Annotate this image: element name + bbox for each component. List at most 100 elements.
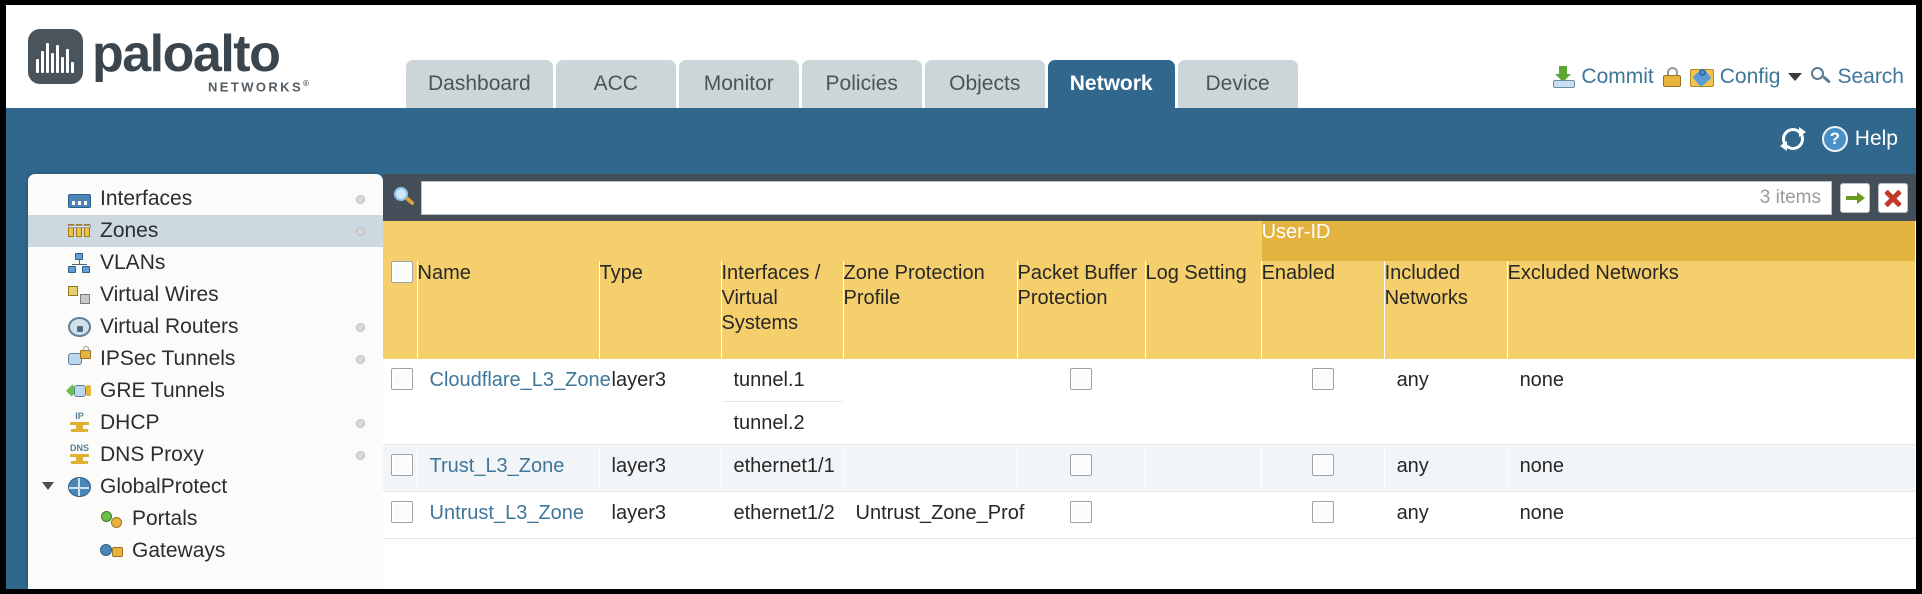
search-button[interactable]: Search xyxy=(1811,65,1904,89)
column-header-zone-protection[interactable]: Zone Protection Profile xyxy=(843,261,1018,359)
apply-filter-button[interactable] xyxy=(1840,182,1870,213)
row-select-cell xyxy=(383,359,418,445)
config-menu[interactable]: Config xyxy=(1689,65,1803,89)
userid-enabled-checkbox[interactable] xyxy=(1311,368,1334,390)
cell-included-networks: any xyxy=(1384,444,1508,492)
sidebar-item-dns-proxy[interactable]: DNS DNS Proxy xyxy=(28,439,383,471)
portals-icon xyxy=(100,509,123,529)
filter-input[interactable]: 3 items xyxy=(421,180,1832,215)
select-all-checkbox[interactable] xyxy=(391,261,413,283)
sidebar-item-globalprotect[interactable]: GlobalProtect xyxy=(28,471,383,503)
cell-enabled xyxy=(1261,444,1385,492)
tab-monitor[interactable]: Monitor xyxy=(678,60,799,108)
gateways-icon xyxy=(100,541,123,561)
sidebar-item-portals[interactable]: Portals xyxy=(28,503,383,535)
cell-included-networks: any xyxy=(1384,491,1508,539)
main-tab-bar: Dashboard ACC Monitor Policies Objects N… xyxy=(406,60,1298,108)
userid-enabled-checkbox[interactable] xyxy=(1311,501,1334,523)
filter-bar: 3 items xyxy=(383,174,1916,221)
virtual-wires-icon xyxy=(68,285,91,305)
cell-enabled xyxy=(1261,359,1385,445)
search-icon xyxy=(1811,67,1832,87)
packet-buffer-checkbox[interactable] xyxy=(1070,454,1092,476)
interfaces-icon xyxy=(68,193,91,208)
column-header-excluded-networks[interactable]: Excluded Networks xyxy=(1507,261,1916,359)
table-header: User-ID Name Type Interfaces / Virtual S… xyxy=(383,221,1916,359)
userid-enabled-checkbox[interactable] xyxy=(1311,454,1334,476)
cell-excluded-networks: none xyxy=(1507,491,1916,539)
column-header-included-networks[interactable]: Included Networks xyxy=(1384,261,1508,359)
tab-objects[interactable]: Objects xyxy=(924,60,1045,108)
help-button[interactable]: ? Help xyxy=(1821,126,1898,152)
cell-type: layer3 xyxy=(599,444,722,492)
sidebar-item-label: Interfaces xyxy=(100,187,193,210)
virtual-routers-icon xyxy=(68,317,91,337)
config-label: Config xyxy=(1719,65,1781,88)
help-icon: ? xyxy=(1821,126,1848,152)
tab-policies[interactable]: Policies xyxy=(801,60,922,108)
sidebar-item-gateways[interactable]: Gateways xyxy=(28,535,383,567)
modified-indicator-icon xyxy=(356,451,365,460)
packet-buffer-checkbox[interactable] xyxy=(1070,501,1092,523)
refresh-icon[interactable] xyxy=(1779,127,1806,151)
sidebar-item-ipsec-tunnels[interactable]: IPSec Tunnels xyxy=(28,343,383,375)
sidebar-item-label: GlobalProtect xyxy=(100,475,228,498)
paloalto-logo[interactable]: paloalto NETWORKS® xyxy=(28,25,318,95)
table-row[interactable]: Cloudflare_L3_Zone layer3 tunnel.1 tunne… xyxy=(383,359,1916,445)
column-header-type[interactable]: Type xyxy=(599,261,722,359)
cell-log-setting xyxy=(1145,491,1262,539)
sidebar-item-dhcp[interactable]: IP DHCP xyxy=(28,407,383,439)
commit-button[interactable]: Commit xyxy=(1553,65,1654,89)
zone-link[interactable]: Untrust_L3_Zone xyxy=(429,502,585,524)
table-row[interactable]: Untrust_L3_Zone layer3 ethernet1/2 Untru… xyxy=(383,491,1916,539)
modified-indicator-icon xyxy=(356,227,365,236)
page-body: Interfaces Zones VLANs xyxy=(6,174,1916,589)
logo-mark-icon xyxy=(28,29,83,84)
logo-wordmark: paloalto xyxy=(92,25,281,83)
sidebar-item-label: Zones xyxy=(100,219,159,242)
lock-icon[interactable] xyxy=(1662,67,1681,87)
zone-link[interactable]: Cloudflare_L3_Zone xyxy=(429,369,611,391)
interface-entry: tunnel.1 xyxy=(721,359,843,402)
tab-acc[interactable]: ACC xyxy=(555,60,676,108)
clear-filter-button[interactable] xyxy=(1878,182,1908,213)
column-header-log-setting[interactable]: Log Setting xyxy=(1145,261,1262,359)
zone-link[interactable]: Trust_L3_Zone xyxy=(429,455,565,477)
table-row[interactable]: Trust_L3_Zone layer3 ethernet1/1 any xyxy=(383,444,1916,492)
row-checkbox[interactable] xyxy=(391,501,413,523)
sidebar-item-interfaces[interactable]: Interfaces xyxy=(28,183,383,215)
modified-indicator-icon xyxy=(356,195,365,204)
commit-label: Commit xyxy=(1581,65,1654,88)
cell-zone-protection: Untrust_Zone_Prof xyxy=(843,491,1024,539)
cell-type: layer3 xyxy=(599,359,722,445)
cell-interfaces: ethernet1/1 xyxy=(721,444,844,492)
sidebar-item-virtual-routers[interactable]: Virtual Routers xyxy=(28,311,383,343)
column-header-enabled[interactable]: Enabled xyxy=(1261,261,1385,359)
tab-dashboard[interactable]: Dashboard xyxy=(406,60,553,108)
tab-device[interactable]: Device xyxy=(1177,60,1298,108)
cell-interfaces: tunnel.1 tunnel.2 xyxy=(721,359,844,445)
cell-interfaces: ethernet1/2 xyxy=(721,491,844,539)
row-checkbox[interactable] xyxy=(391,368,413,390)
cell-log-setting xyxy=(1145,359,1262,445)
expander-triangle-icon[interactable] xyxy=(42,482,54,490)
modified-indicator-icon xyxy=(356,419,365,428)
table-group-header-row: User-ID xyxy=(383,221,1916,261)
row-checkbox[interactable] xyxy=(391,454,413,476)
cell-zone-protection xyxy=(843,359,1018,445)
cell-name: Cloudflare_L3_Zone xyxy=(417,359,611,445)
sidebar-item-label: Virtual Wires xyxy=(100,283,219,306)
column-header-packet-buffer[interactable]: Packet Buffer Protection xyxy=(1017,261,1146,359)
sidebar-item-zones[interactable]: Zones xyxy=(28,215,383,247)
column-header-name[interactable]: Name xyxy=(417,261,600,359)
packet-buffer-checkbox[interactable] xyxy=(1070,368,1092,390)
sidebar-item-gre-tunnels[interactable]: GRE Tunnels xyxy=(28,375,383,407)
sub-header-actions: ? Help xyxy=(1779,126,1898,152)
sidebar-item-vlans[interactable]: VLANs xyxy=(28,247,383,279)
sidebar-item-virtual-wires[interactable]: Virtual Wires xyxy=(28,279,383,311)
sidebar-item-label: DNS Proxy xyxy=(100,443,204,466)
cell-packet-buffer xyxy=(1017,359,1146,445)
filter-search-icon xyxy=(393,186,415,209)
tab-network[interactable]: Network xyxy=(1047,60,1175,108)
column-header-interfaces[interactable]: Interfaces / Virtual Systems xyxy=(721,261,844,359)
